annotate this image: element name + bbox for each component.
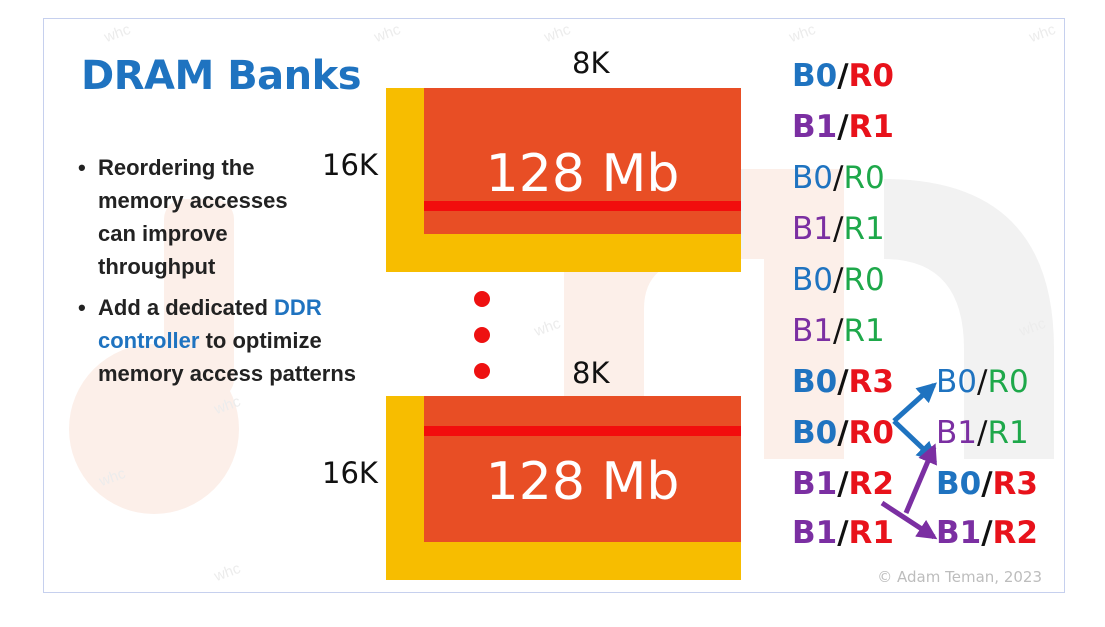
request-slash: / bbox=[837, 364, 849, 400]
request-entry: B0/R0 bbox=[792, 163, 885, 194]
request-slash: / bbox=[837, 466, 849, 502]
bullet-text: Add a dedicated bbox=[98, 295, 275, 320]
ellipsis-dot bbox=[474, 363, 490, 379]
request-row: R1 bbox=[843, 313, 885, 349]
dram-bank-bottom: 128 Mb bbox=[386, 396, 741, 580]
sense-amplifiers bbox=[386, 542, 741, 580]
ellipsis-dot bbox=[474, 291, 490, 307]
active-row bbox=[424, 201, 741, 211]
request-bank: B1 bbox=[792, 313, 833, 349]
request-entry: B0/R0 bbox=[792, 418, 894, 449]
request-entry: B1/R1 bbox=[792, 112, 894, 143]
request-bank: B1 bbox=[792, 466, 838, 502]
request-row: R0 bbox=[848, 58, 894, 94]
request-row: R1 bbox=[987, 415, 1029, 451]
request-row: R0 bbox=[987, 364, 1029, 400]
request-bank: B1 bbox=[936, 415, 977, 451]
request-slash: / bbox=[977, 364, 988, 400]
bottom-bank-height-label: 16K bbox=[322, 456, 378, 490]
request-entry: B1/R1 bbox=[792, 316, 885, 347]
request-slash: / bbox=[833, 313, 844, 349]
request-row: R2 bbox=[992, 515, 1038, 551]
request-row: R0 bbox=[843, 262, 885, 298]
request-entry: B0/R3 bbox=[792, 367, 894, 398]
request-bank: B0 bbox=[792, 262, 833, 298]
request-row: R1 bbox=[848, 109, 894, 145]
request-slash: / bbox=[981, 515, 993, 551]
reordered-request-entry: B0/R0 bbox=[936, 367, 1029, 398]
copyright-notice: © Adam Teman, 2023 bbox=[877, 568, 1042, 586]
request-slash: / bbox=[837, 109, 849, 145]
request-slash: / bbox=[837, 515, 849, 551]
reordered-request-entry: B1/R2 bbox=[936, 518, 1038, 549]
slide-title: DRAM Banks bbox=[81, 53, 362, 99]
reordered-request-entry: B0/R3 bbox=[936, 469, 1038, 500]
request-entry: B1/R2 bbox=[792, 469, 894, 500]
request-slash: / bbox=[833, 211, 844, 247]
active-row bbox=[424, 426, 741, 436]
bank-capacity: 128 Mb bbox=[485, 144, 680, 204]
dram-bank-top: 128 Mb bbox=[386, 88, 741, 272]
request-row: R3 bbox=[848, 364, 894, 400]
request-bank: B0 bbox=[792, 364, 838, 400]
request-entry: B1/R1 bbox=[792, 518, 894, 549]
request-row: R2 bbox=[848, 466, 894, 502]
request-slash: / bbox=[837, 58, 849, 94]
bullet-text: to optimize memory access patterns bbox=[98, 328, 357, 386]
request-bank: B0 bbox=[936, 364, 977, 400]
request-bank: B0 bbox=[792, 58, 838, 94]
sense-amplifiers bbox=[386, 234, 741, 272]
request-row: R3 bbox=[992, 466, 1038, 502]
ddr-controller-highlight: DDR controller bbox=[98, 295, 322, 353]
bullet-reordering: Reordering the memory accesses can impro… bbox=[74, 151, 288, 283]
bottom-bank-width-label: 8K bbox=[572, 356, 610, 390]
bullet-list: Reordering the memory accesses can impro… bbox=[74, 151, 404, 398]
reordered-request-entry: B1/R1 bbox=[936, 418, 1029, 449]
bank-capacity: 128 Mb bbox=[485, 452, 680, 512]
request-bank: B0 bbox=[792, 415, 838, 451]
request-slash: / bbox=[981, 466, 993, 502]
request-bank: B1 bbox=[936, 515, 982, 551]
top-bank-width-label: 8K bbox=[572, 46, 610, 80]
request-slash: / bbox=[833, 160, 844, 196]
ellipsis-dot bbox=[474, 327, 490, 343]
memory-array bbox=[424, 396, 741, 542]
request-bank: B1 bbox=[792, 109, 838, 145]
request-bank: B0 bbox=[792, 160, 833, 196]
top-bank-height-label: 16K bbox=[322, 148, 378, 182]
request-bank: B0 bbox=[936, 466, 982, 502]
request-entry: B1/R1 bbox=[792, 214, 885, 245]
request-row: R0 bbox=[848, 415, 894, 451]
request-slash: / bbox=[833, 262, 844, 298]
request-entry: B0/R0 bbox=[792, 265, 885, 296]
request-row: R1 bbox=[848, 515, 894, 551]
request-row: R1 bbox=[843, 211, 885, 247]
request-slash: / bbox=[837, 415, 849, 451]
request-entry: B0/R0 bbox=[792, 61, 894, 92]
bullet-ddr-controller: Add a dedicated DDR controller to optimi… bbox=[74, 291, 404, 390]
slide: whc whc whc whc whc whc whc whc whc whc … bbox=[43, 18, 1065, 593]
request-bank: B1 bbox=[792, 211, 833, 247]
request-slash: / bbox=[977, 415, 988, 451]
request-row: R0 bbox=[843, 160, 885, 196]
request-bank: B1 bbox=[792, 515, 838, 551]
